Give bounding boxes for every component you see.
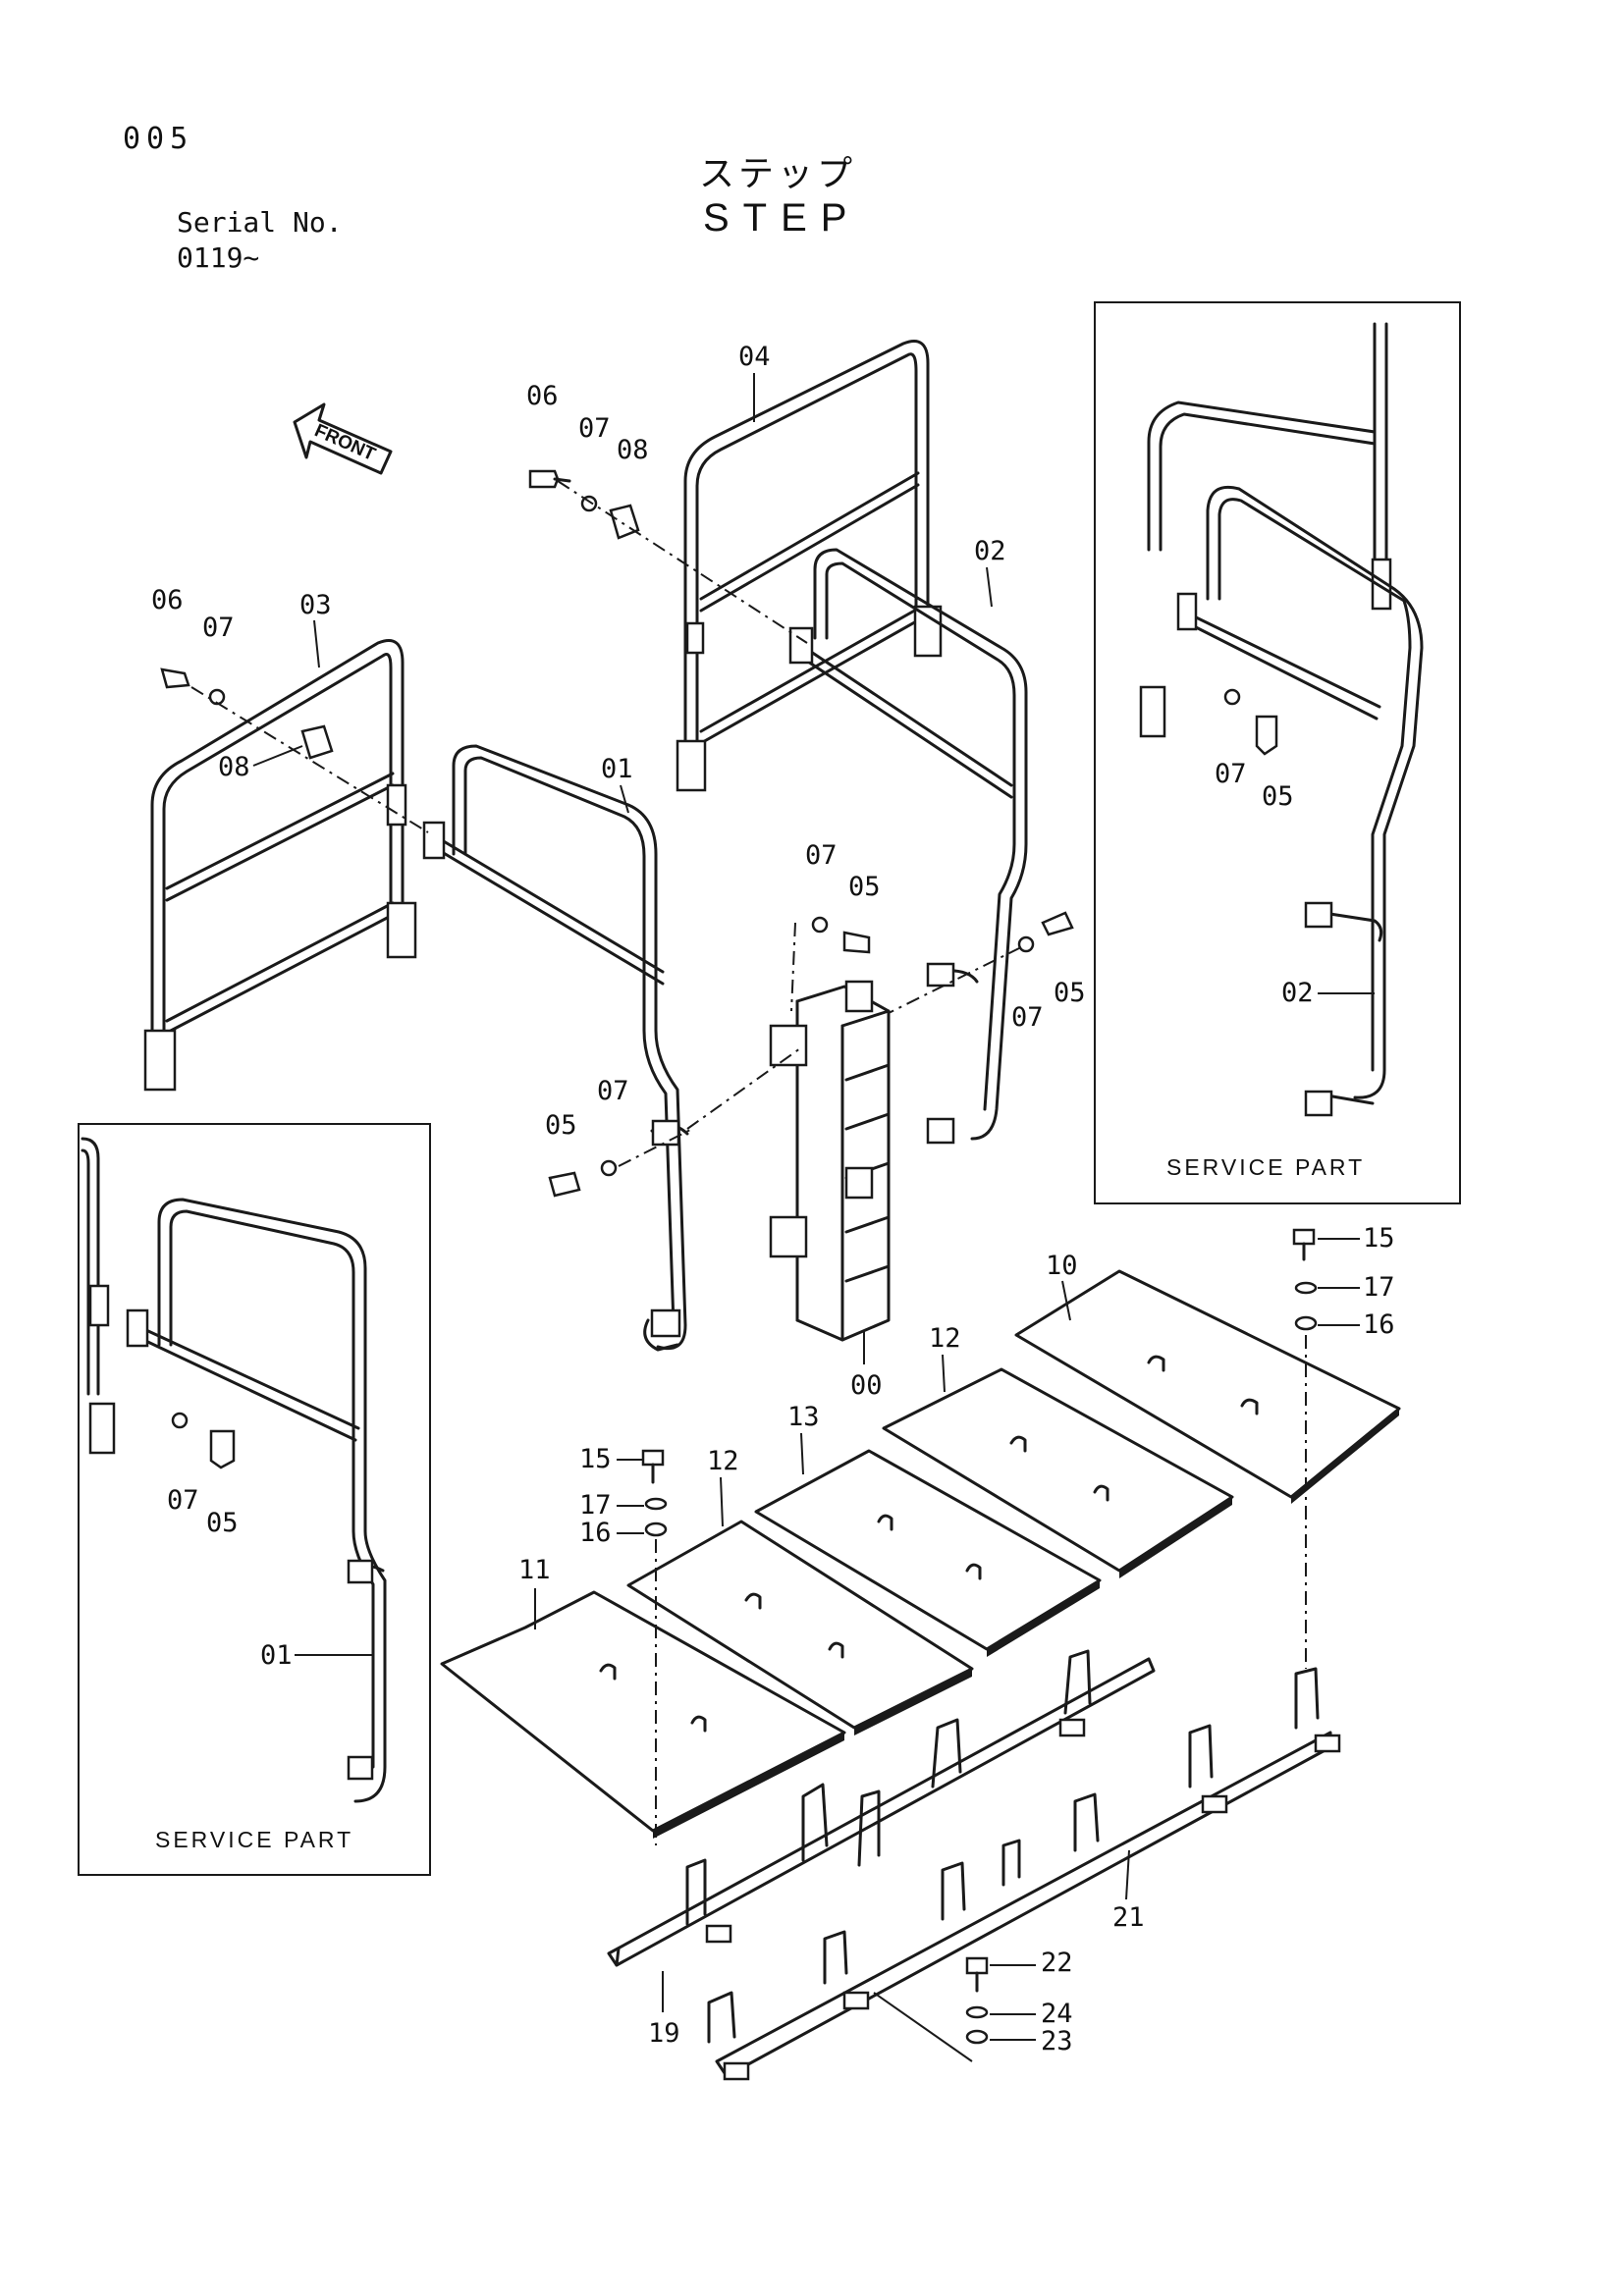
serial-number-value: 0119~ <box>177 241 260 274</box>
service-part-box-left <box>78 1123 431 1876</box>
callout-05-left-box: 05 <box>206 1508 239 1538</box>
callout-03: 03 <box>299 590 332 620</box>
handrail-02 <box>788 548 1028 1145</box>
service-part-label-left: SERVICE PART <box>155 1827 353 1852</box>
plate-bolts <box>641 1228 1318 2062</box>
floor-plate-13 <box>754 1449 1102 1657</box>
fasteners-upper <box>160 469 1074 1198</box>
callout-05-ladder: 05 <box>848 872 881 902</box>
callout-15-left: 15 <box>579 1444 612 1474</box>
service-part-label-right: SERVICE PART <box>1166 1154 1365 1180</box>
handrail-02-service-view <box>1139 322 1424 1117</box>
handrail-01 <box>422 744 689 1352</box>
floor-plate-11 <box>440 1590 846 1839</box>
serial-number-label: Serial No. <box>177 206 343 239</box>
callout-15-right: 15 <box>1363 1223 1395 1254</box>
callout-16-right: 16 <box>1363 1309 1395 1340</box>
handrail-04 <box>676 340 943 792</box>
callout-12-upper: 12 <box>929 1323 961 1354</box>
callout-17-left: 17 <box>579 1490 612 1521</box>
page-title: STEP <box>703 196 861 240</box>
callout-05-lower: 05 <box>545 1110 577 1141</box>
callout-12-lower: 12 <box>707 1446 739 1476</box>
page-number: 005 <box>123 122 194 156</box>
callout-07-left: 07 <box>202 613 235 643</box>
callout-06-left: 06 <box>151 585 184 615</box>
callout-19: 19 <box>648 2018 680 2049</box>
callout-17-right: 17 <box>1363 1272 1395 1303</box>
callout-01: 01 <box>601 754 633 784</box>
callout-07-left-box: 07 <box>167 1485 199 1516</box>
callout-16-left: 16 <box>579 1518 612 1548</box>
callout-01-left-box: 01 <box>260 1640 293 1671</box>
callout-07-lower: 07 <box>597 1076 629 1106</box>
step-frame-21 <box>707 1667 1341 2081</box>
callout-02-right-box: 02 <box>1281 978 1314 1008</box>
callout-21: 21 <box>1112 1902 1145 1933</box>
callout-24: 24 <box>1041 1999 1073 2029</box>
callout-08-upper: 08 <box>617 435 649 465</box>
callout-07-right-box: 07 <box>1215 759 1247 789</box>
callout-11: 11 <box>518 1555 551 1585</box>
callout-06-upper: 06 <box>526 381 559 411</box>
handrail-03 <box>143 639 417 1092</box>
callout-07-upper: 07 <box>578 413 611 444</box>
callout-07-ladder: 07 <box>805 840 838 871</box>
callout-02: 02 <box>974 536 1006 566</box>
floor-plate-12-upper <box>882 1367 1234 1578</box>
floor-plate-10 <box>1014 1269 1401 1504</box>
service-part-box-right <box>1094 301 1461 1204</box>
callout-23: 23 <box>1041 2026 1073 2056</box>
callout-05-right-box: 05 <box>1262 781 1294 812</box>
callout-04: 04 <box>738 342 771 372</box>
front-direction-arrow: FRONT <box>293 402 393 475</box>
callout-22: 22 <box>1041 1948 1073 1978</box>
callout-07-right: 07 <box>1011 1002 1044 1033</box>
handrail-01-service-view <box>81 1137 387 1803</box>
ladder-00 <box>769 980 891 1342</box>
callout-13: 13 <box>787 1402 820 1432</box>
title-japanese: ステップ <box>699 153 857 193</box>
callout-10: 10 <box>1046 1251 1078 1281</box>
floor-plate-12-lower <box>626 1520 974 1735</box>
step-frame-19 <box>607 1649 1156 1967</box>
callout-05-right: 05 <box>1054 978 1086 1008</box>
callout-00: 00 <box>850 1370 883 1401</box>
callout-08-left: 08 <box>218 752 250 782</box>
